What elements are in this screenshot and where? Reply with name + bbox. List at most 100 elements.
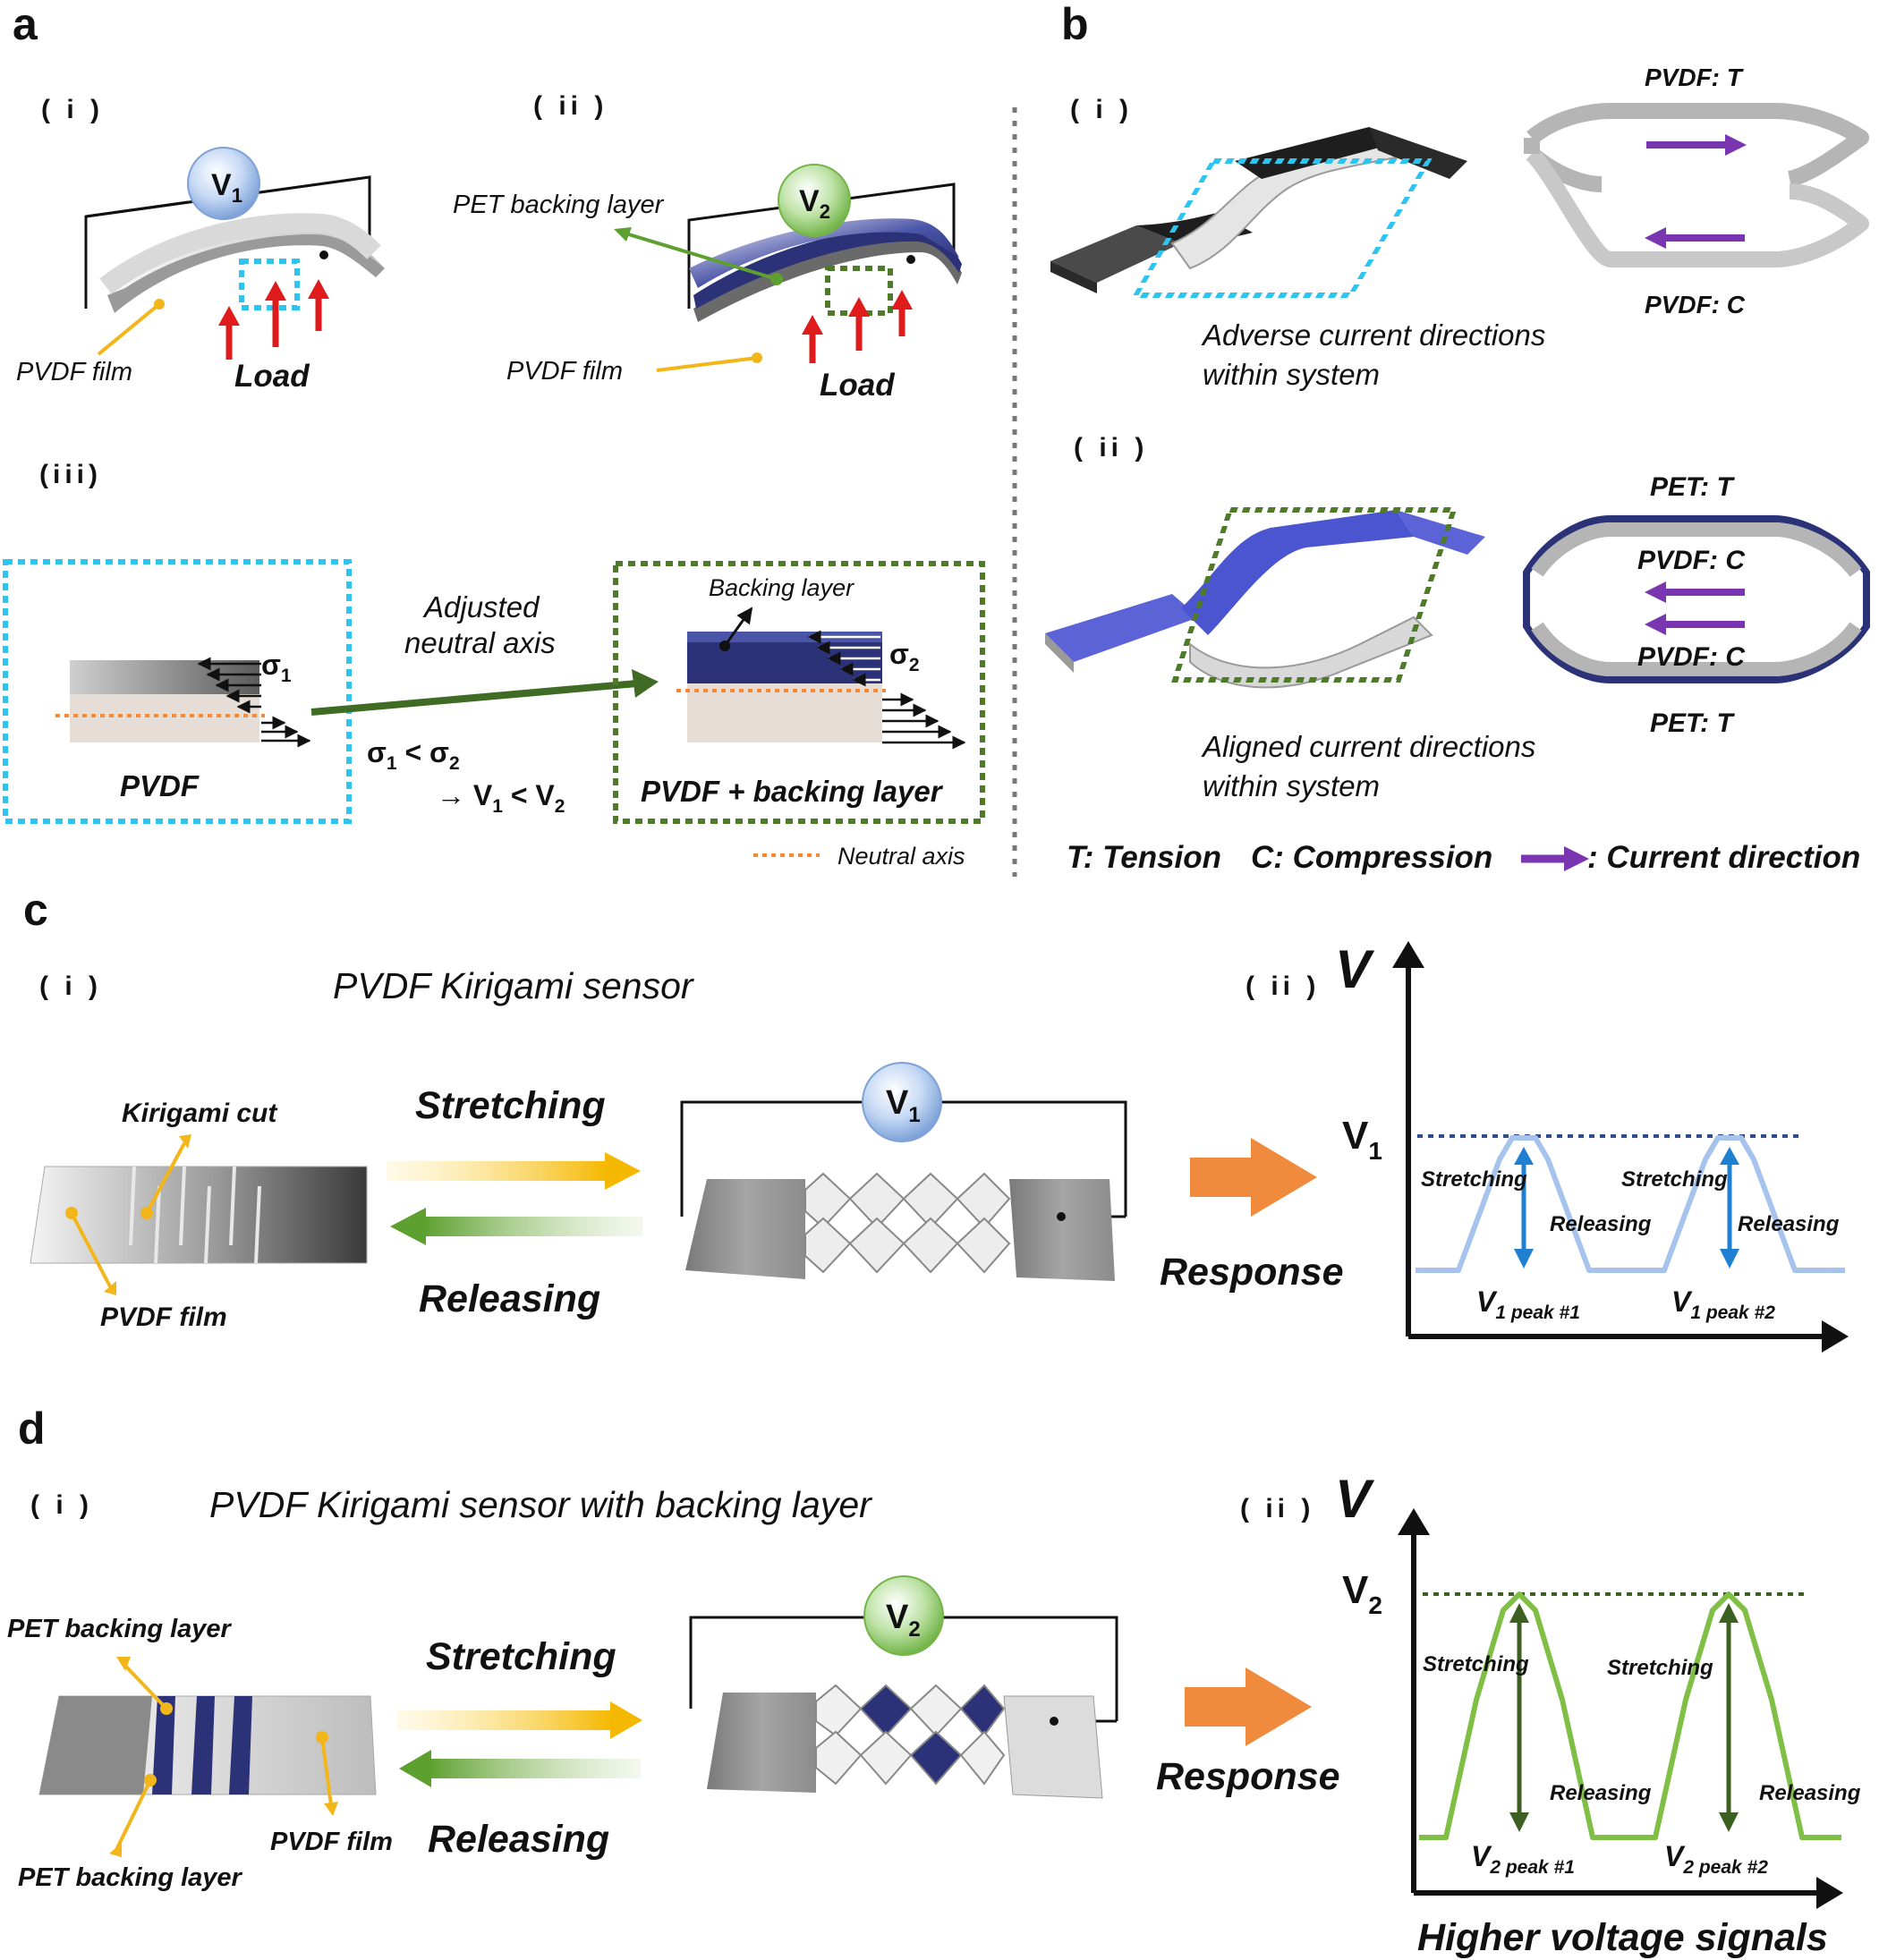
adverse-line-2: within system <box>1203 358 1380 391</box>
panel-letter-b: b <box>1061 0 1089 49</box>
releasing-2-c: Releasing <box>1738 1212 1840 1236</box>
adjusted-label: Adjusted <box>422 590 540 624</box>
panel-b-legend: T: Tension C: Compression : Current dire… <box>1067 840 1860 875</box>
cyan-highlight-box <box>239 259 300 310</box>
releasing-1-c: Releasing <box>1550 1212 1652 1236</box>
twisted-strip-i: Adverse current directions within system <box>1050 127 1545 391</box>
cyan-selection-box <box>1131 158 1433 298</box>
panel-c-title: PVDF Kirigami sensor <box>333 965 695 1006</box>
kirigami-stretched-d: V2 <box>689 1575 1118 1799</box>
neutral-axis-text: neutral axis <box>404 626 556 659</box>
v1-label-c: V1 <box>886 1084 921 1127</box>
sigma1-label: σ1 <box>261 649 292 686</box>
kirigami-film-flat-pet: PET backing layer PET backing layer PVDF… <box>7 1615 393 1892</box>
pvdf-c-label: PVDF: C <box>1645 291 1746 318</box>
level-v1-label: V1 <box>1342 1114 1382 1165</box>
load-arrows-ii <box>802 290 913 363</box>
higher-voltage-caption: Higher voltage signals <box>1417 1916 1828 1959</box>
sigma-relation: σ1 < σ2 <box>367 736 460 774</box>
pet-t-top-label: PET: T <box>1650 472 1735 502</box>
green-selection-box <box>1171 507 1458 683</box>
level-v2-label: V2 <box>1342 1568 1382 1619</box>
pvdf-film-label-i: PVDF film <box>16 358 132 386</box>
pvdf-backing-label: PVDF + backing layer <box>641 775 944 808</box>
axis-v-label-d: V <box>1335 1469 1375 1529</box>
releasing-label-d: Releasing <box>428 1818 609 1861</box>
releasing-label-c: Releasing <box>419 1277 600 1320</box>
axis-v-label-c: V <box>1335 939 1375 999</box>
load-label-i: Load <box>234 359 310 394</box>
releasing-2-d: Releasing <box>1759 1781 1861 1805</box>
stress-diagram-pvdf: σ1 PVDF <box>3 559 352 824</box>
stretching-label-c: Stretching <box>415 1084 606 1127</box>
kirigami-stretched-c: V1 <box>680 1062 1127 1281</box>
pet-backing-layer-label-ii: PET backing layer <box>453 191 665 219</box>
load-arrows-i <box>218 279 329 360</box>
voltage-plot-d: V V2 Stretching Releasing Stretching Rel… <box>1335 1469 1861 1959</box>
panel-letter-c: c <box>23 885 48 935</box>
pvdf-t-label: PVDF: T <box>1645 64 1745 91</box>
cross-section-ii: PET: T PVDF: C PVDF: C PET: T <box>1523 472 1870 738</box>
v1-label: V1 <box>211 168 242 207</box>
panel-b: ( i ) ( ii ) Adverse current directions … <box>1045 64 1870 875</box>
panel-letter-a: a <box>13 0 38 49</box>
legend-current: : Current direction <box>1587 840 1860 875</box>
pet-top-label-d: PET backing layer <box>7 1615 233 1643</box>
voltmeter-v1-icon-c <box>862 1062 942 1142</box>
peak2-label-d: V2 peak #2 <box>1664 1840 1768 1878</box>
stress-diagram-pvdf-backing: σ2 Backing layer PVDF + backing layer <box>613 561 985 824</box>
twisted-strip-ii: Aligned current directions within system <box>1045 507 1535 802</box>
panel-a-sub-i: ( i ) <box>41 95 104 124</box>
stretching-1-c: Stretching <box>1421 1167 1527 1192</box>
pvdf-c-bottom-label: PVDF: C <box>1637 642 1746 672</box>
panel-c-sub-ii: ( ii ) <box>1246 972 1320 1001</box>
stretching-1-d: Stretching <box>1423 1652 1529 1676</box>
aligned-line-2: within system <box>1203 769 1380 802</box>
panel-a-sub-ii: ( ii ) <box>533 91 608 121</box>
backing-layer-label: Backing layer <box>709 574 854 601</box>
peak1-label-c: V1 peak #1 <box>1476 1285 1580 1323</box>
bent-pvdf-film-i: V1 PVDF film Load <box>16 147 385 394</box>
stretching-label-d: Stretching <box>426 1635 616 1678</box>
cross-section-i: PVDF: T PVDF: C <box>1524 64 1869 318</box>
kirigami-cut-label: Kirigami cut <box>122 1099 278 1128</box>
aligned-line-1: Aligned current directions <box>1201 730 1535 763</box>
stretch-release-arrows-c: Stretching Releasing <box>387 1084 642 1320</box>
panel-d: ( i ) ( ii ) PVDF Kirigami sensor with b… <box>7 1469 1861 1959</box>
panel-b-sub-ii: ( ii ) <box>1074 433 1148 462</box>
panel-c: ( i ) ( ii ) PVDF Kirigami sensor Kiriga… <box>30 939 1849 1353</box>
neutral-axis-legend: Neutral axis <box>753 843 965 870</box>
panel-d-sub-ii: ( ii ) <box>1240 1494 1314 1523</box>
stretch-release-arrows-d: Stretching Releasing <box>397 1635 642 1861</box>
pvdf-c-top-label: PVDF: C <box>1637 546 1746 575</box>
peak1-label-d: V2 peak #1 <box>1471 1840 1575 1878</box>
kirigami-film-flat: Kirigami cut PVDF film <box>30 1099 368 1332</box>
v2-label-d: V2 <box>886 1599 921 1642</box>
pvdf-film-label-c: PVDF film <box>100 1302 227 1332</box>
response-arrow-c: Response <box>1160 1138 1344 1294</box>
adverse-line-1: Adverse current directions <box>1201 318 1545 352</box>
stretching-2-c: Stretching <box>1621 1167 1728 1192</box>
legend-tension: T: Tension <box>1067 840 1221 875</box>
panel-b-sub-i: ( i ) <box>1070 95 1133 124</box>
pvdf-film-label-ii: PVDF film <box>506 357 623 386</box>
response-label-d: Response <box>1156 1755 1340 1798</box>
panel-a: ( i ) ( ii ) (iii) V1 PVDF film Load V2 … <box>3 91 985 870</box>
pvdf-label-iii: PVDF <box>120 769 200 802</box>
peak2-label-c: V1 peak #2 <box>1671 1285 1775 1323</box>
voltmeter-v2-icon <box>778 164 851 237</box>
stretching-2-d: Stretching <box>1607 1656 1713 1680</box>
voltage-plot-c: V V1 Stretching Releasing Stretching Rel… <box>1335 939 1849 1353</box>
legend-compression: C: Compression <box>1251 840 1492 875</box>
neutral-axis-shift-arrow: Adjusted neutral axis σ1 < σ2 → V1 < V2 <box>310 590 659 817</box>
load-label-ii: Load <box>820 368 895 403</box>
v2-label: V2 <box>799 184 830 223</box>
green-dotted-frame <box>613 561 985 824</box>
voltmeter-v1-icon <box>187 147 260 220</box>
panel-letter-d: d <box>18 1404 46 1454</box>
voltage-relation: → V1 < V2 <box>437 779 565 817</box>
pvdf-film-label-d: PVDF film <box>270 1828 393 1856</box>
bent-pvdf-pet-ii: V2 PET backing layer PVDF film Load <box>453 164 962 403</box>
pet-t-bottom-label: PET: T <box>1650 708 1735 738</box>
